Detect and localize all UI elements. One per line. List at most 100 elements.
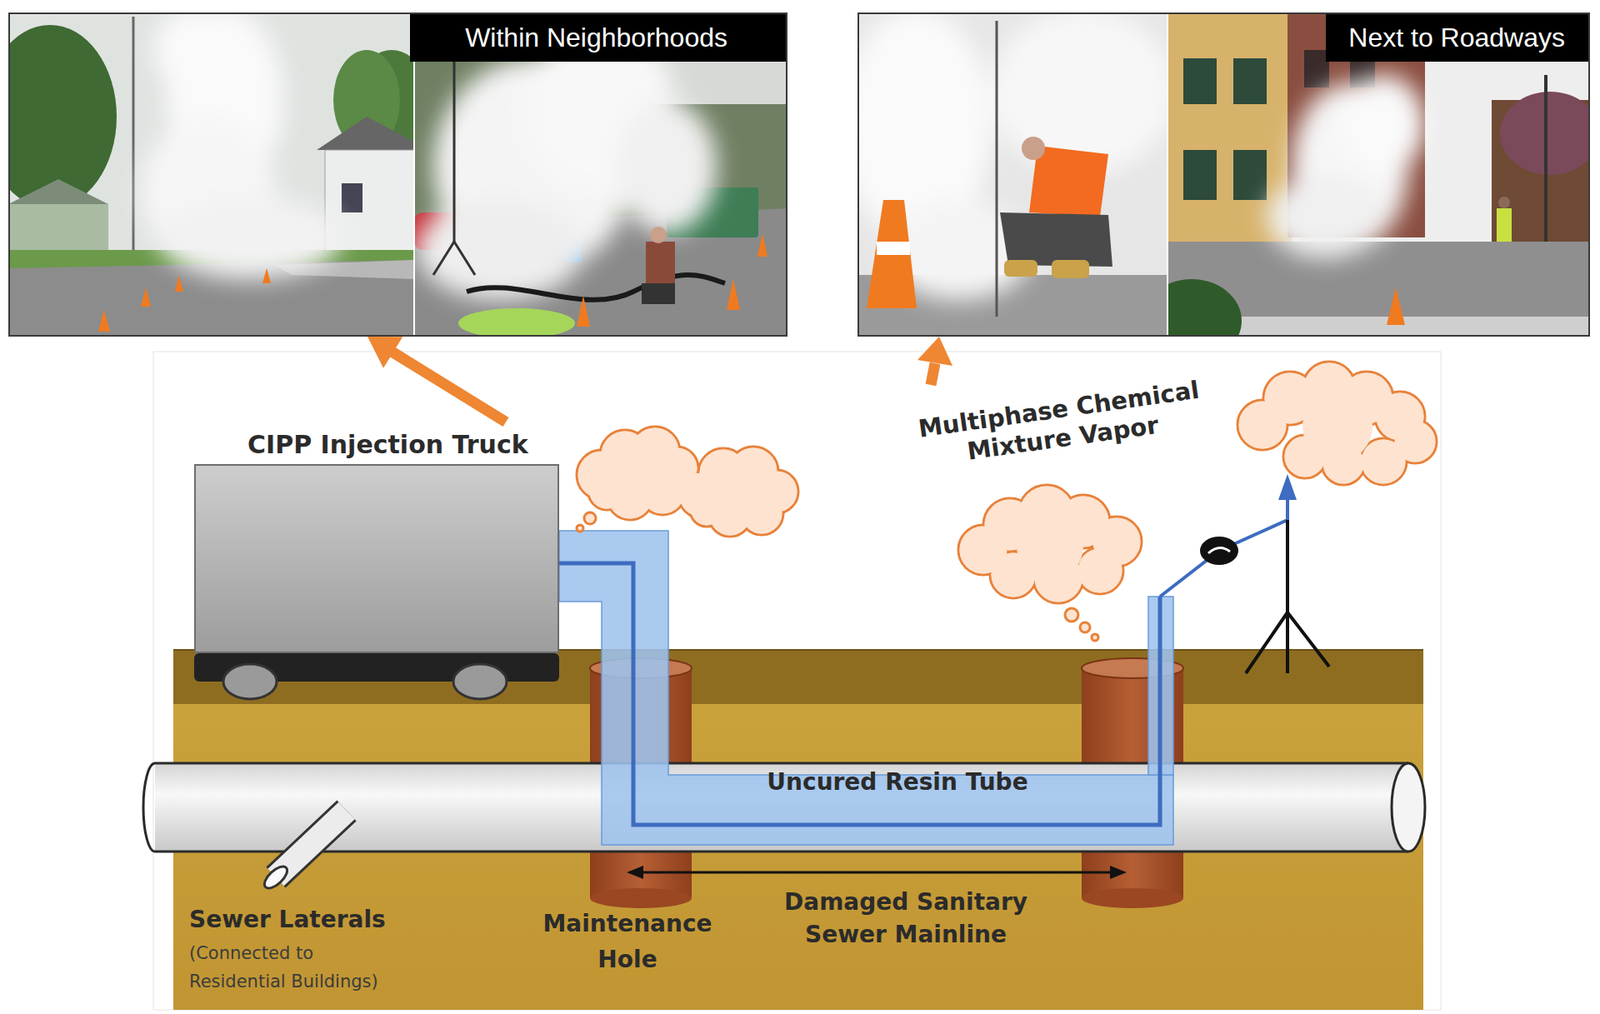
photo-neighborhood-2	[433, 241, 455, 275]
photo-roadway-1	[995, 20, 999, 317]
photo-neighborhood-1	[341, 183, 363, 213]
maintenance-hole	[590, 888, 692, 909]
photo-roadway-2	[1167, 279, 1242, 337]
photo-caption: Within Neighborhoods	[410, 14, 786, 62]
photo-neighborhood-2	[466, 275, 725, 300]
photo-divider	[1166, 12, 1169, 337]
vapor-cloud-fill	[715, 468, 765, 519]
tripod-sampler	[1285, 520, 1290, 613]
vapor-cloud-fill	[578, 363, 1436, 603]
photo-divider	[413, 12, 415, 337]
photo-neighborhood-2	[416, 200, 584, 300]
vapor-cloud	[1080, 622, 1090, 633]
resin-tube	[1160, 500, 1288, 597]
photo-roadway-1	[1004, 260, 1038, 277]
span-arrow	[641, 871, 1112, 875]
sewer-pipe	[155, 850, 1409, 854]
photo-roadway-2	[1266, 175, 1384, 259]
vapor-cloud	[584, 512, 596, 525]
photo-roadway-1	[876, 241, 910, 255]
ground	[173, 704, 1424, 1010]
vapor-cloud-fill	[615, 448, 665, 499]
ground	[173, 650, 1424, 705]
sewer-lateral	[260, 863, 291, 893]
photo-neighborhood-1	[8, 204, 109, 255]
tripod-sampler	[1200, 536, 1239, 565]
photo-roadway-2	[1233, 150, 1267, 200]
diagram-frame	[153, 351, 1441, 1010]
photo-roadway-2	[1498, 196, 1510, 209]
photo-neighborhood-2	[416, 25, 717, 300]
ground	[173, 649, 1424, 651]
span-arrow	[626, 865, 644, 880]
photo-neighborhood-2	[458, 308, 575, 337]
photo-neighborhood-1	[8, 12, 415, 337]
span-arrow	[626, 865, 1127, 880]
photo-neighborhood-2	[645, 241, 675, 288]
sewer-pipe	[155, 762, 1409, 765]
vapor-cloud	[576, 525, 584, 532]
vapor-cloud	[576, 361, 1437, 641]
photo-neighborhood-2	[576, 295, 590, 327]
photo-neighborhood-2	[726, 279, 740, 310]
photo-neighborhood-1	[262, 268, 271, 284]
vapor-cloud	[1091, 634, 1099, 641]
photo-neighborhood-2	[641, 283, 675, 305]
leader-arrow	[917, 336, 953, 385]
note-label: (Connected to Residential Buildings)	[189, 940, 408, 996]
resin-tube	[559, 530, 1174, 845]
photo-neighborhood-1	[175, 275, 184, 292]
photo-neighborhood-1	[98, 310, 110, 332]
photo-divider	[414, 12, 1168, 337]
truck-chassis	[223, 664, 277, 700]
sewer-lateral	[260, 810, 347, 892]
part-label: Damaged Sanitary Sewer Mainline	[768, 886, 1044, 951]
photo-neighborhood-2	[454, 241, 475, 275]
part-label: Sewer Laterals	[189, 905, 386, 935]
resin-tube	[559, 563, 1160, 825]
photo-neighborhood-1	[316, 116, 415, 150]
photo-roadway-2	[1544, 75, 1548, 250]
photo-roadway-1	[991, 12, 1168, 175]
photo-neighborhood-1	[8, 25, 117, 209]
photo-neighborhood-1	[158, 195, 342, 280]
photo-neighborhood-2	[616, 100, 717, 234]
photo-roadway-2	[1233, 58, 1267, 105]
photo-neighborhood-2	[650, 226, 667, 244]
leader-arrow	[930, 363, 935, 385]
tripod-sampler	[1287, 612, 1330, 667]
span-arrow	[1110, 865, 1127, 880]
photo-panel: Next to Roadways	[857, 12, 1590, 337]
truck-chassis	[453, 664, 507, 700]
sewer-pipe	[1391, 763, 1425, 852]
photo-neighborhood-2	[414, 12, 788, 337]
tripod-sampler	[1200, 520, 1330, 674]
photo-roadway-1	[1021, 136, 1045, 160]
vapor-label: Multiphase Chemical Mixture Vapor	[904, 374, 1218, 475]
arrow-connector	[367, 336, 506, 423]
vapor-cloud-fill	[1016, 513, 1084, 580]
photo-roadway-1	[866, 200, 917, 309]
vapor-cloud-fill	[1302, 391, 1373, 462]
arrow-shaft	[391, 351, 506, 423]
photo-neighborhood-1	[154, 12, 230, 92]
photo-roadway-1	[1000, 212, 1113, 267]
tube-label: Uncured Resin Tube	[730, 767, 1065, 798]
maintenance-hole	[1081, 888, 1184, 909]
photo-roadway-2	[1167, 12, 1590, 337]
photo-roadway-2	[1183, 58, 1217, 105]
tripod-sampler	[1285, 612, 1290, 674]
photo-roadway-1	[1051, 260, 1090, 279]
resin-tube	[1278, 474, 1297, 500]
photo-panel: Within Neighborhoods	[8, 12, 788, 337]
photo-neighborhood-1	[8, 179, 109, 205]
photo-neighborhood-1	[140, 287, 151, 307]
vapor-cloud-fill	[1361, 440, 1406, 485]
vapor-cloud	[1065, 608, 1079, 622]
photo-roadway-2	[1496, 208, 1512, 242]
node-heading: CIPP Injection Truck	[247, 430, 529, 460]
